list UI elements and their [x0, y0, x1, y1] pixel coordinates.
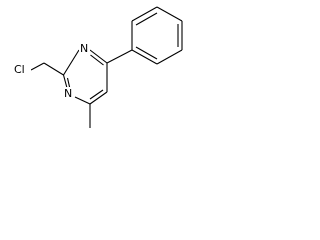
bond-ph-inner-a	[135, 12, 158, 26]
structure-canvas: N N Cl	[0, 0, 198, 148]
bond-n3-c2	[62, 74, 68, 89]
bond-ph-inner-c	[135, 46, 158, 60]
atom-chlorine: Cl	[14, 63, 25, 76]
bond-ch2-cl	[30, 62, 45, 71]
bond-ph-5-6	[156, 49, 183, 65]
bond-c5-c4-inner	[89, 89, 104, 100]
molecule-structure: N N Cl	[14, 6, 183, 128]
cl-label-bg	[14, 63, 31, 78]
atom-n-bottom: N	[64, 87, 72, 100]
bond-c2-n1	[63, 49, 80, 76]
bond-c2-ch2	[43, 62, 64, 76]
bond-c5-c4	[89, 91, 108, 105]
bond-ph-6-1	[131, 49, 158, 65]
bond-c4-n3	[74, 96, 91, 105]
n-top-label-bg	[79, 42, 90, 57]
bond-c6-phenyl	[106, 49, 133, 64]
bond-n1-c6	[89, 49, 108, 64]
n-bottom-label-bg	[63, 87, 74, 102]
bond-ph-2-3	[131, 6, 158, 22]
bond-n1-c6-inner	[90, 54, 104, 66]
bond-ph-3-4	[156, 6, 183, 22]
atom-n-top: N	[80, 42, 88, 55]
